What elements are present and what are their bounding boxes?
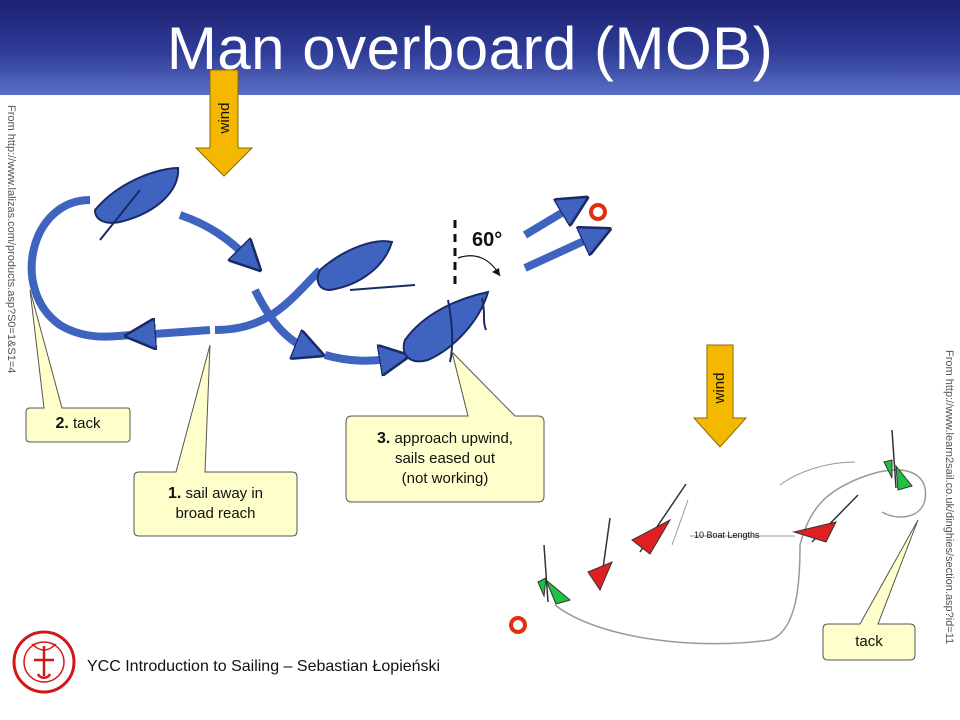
boat-bottom-red-2 <box>631 483 687 555</box>
callout-2-text: tack <box>73 415 101 432</box>
wind-label-bottom: wind <box>711 373 728 405</box>
track-arrows <box>178 205 597 361</box>
mob-marker-top <box>589 203 607 221</box>
callout-1-number: 1. <box>167 485 182 502</box>
callout-3-text3: (not working) <box>401 470 489 487</box>
boat-top-left <box>93 166 180 241</box>
slide-title: Man overboard (MOB) <box>166 15 774 82</box>
mob-marker-bottom <box>509 616 527 634</box>
boat-bottom-red-3 <box>792 494 859 543</box>
boat-bottom-green-left <box>537 544 572 605</box>
angle-label: 60° <box>472 229 502 251</box>
callout-1-text2: broad reach <box>175 505 256 522</box>
angle-indicator <box>453 220 501 290</box>
footer-credit: YCC Introduction to Sailing – Sebastian … <box>87 658 441 675</box>
callout-2-number: 2. <box>55 415 69 432</box>
callout-sail-away <box>133 344 298 537</box>
boat-top-approach <box>402 290 490 363</box>
boat-bottom-red-1 <box>587 517 613 592</box>
boat-top-middle <box>316 240 416 292</box>
callout-approach-upwind <box>345 350 545 503</box>
callout-3-text2: sails eased out <box>394 450 496 467</box>
wind-arrow-bottom <box>692 344 748 448</box>
distance-label: 10 Boat Lengths <box>694 530 760 540</box>
wind-arrow-top <box>194 69 254 177</box>
callout-tack-top-label: 2. tack <box>26 414 130 434</box>
callout-tack-bottom-label: tack <box>855 633 883 650</box>
callout-3-number: 3. <box>377 430 391 447</box>
boat-bottom-green-right <box>883 429 913 491</box>
wind-label-top: wind <box>216 103 233 135</box>
callout-approach-label: 3. approach upwind, sails eased out (not… <box>346 429 544 489</box>
track-loop <box>27 196 323 337</box>
callout-3-text: approach upwind, <box>394 430 513 447</box>
callout-1-text: sail away in <box>185 485 264 502</box>
callout-tack-top <box>25 289 131 443</box>
callout-tack-bottom <box>822 519 919 661</box>
callout-sail-away-label: 1. sail away in broad reach <box>134 484 297 524</box>
title-bar <box>0 0 960 95</box>
ycc-logo <box>12 630 76 694</box>
